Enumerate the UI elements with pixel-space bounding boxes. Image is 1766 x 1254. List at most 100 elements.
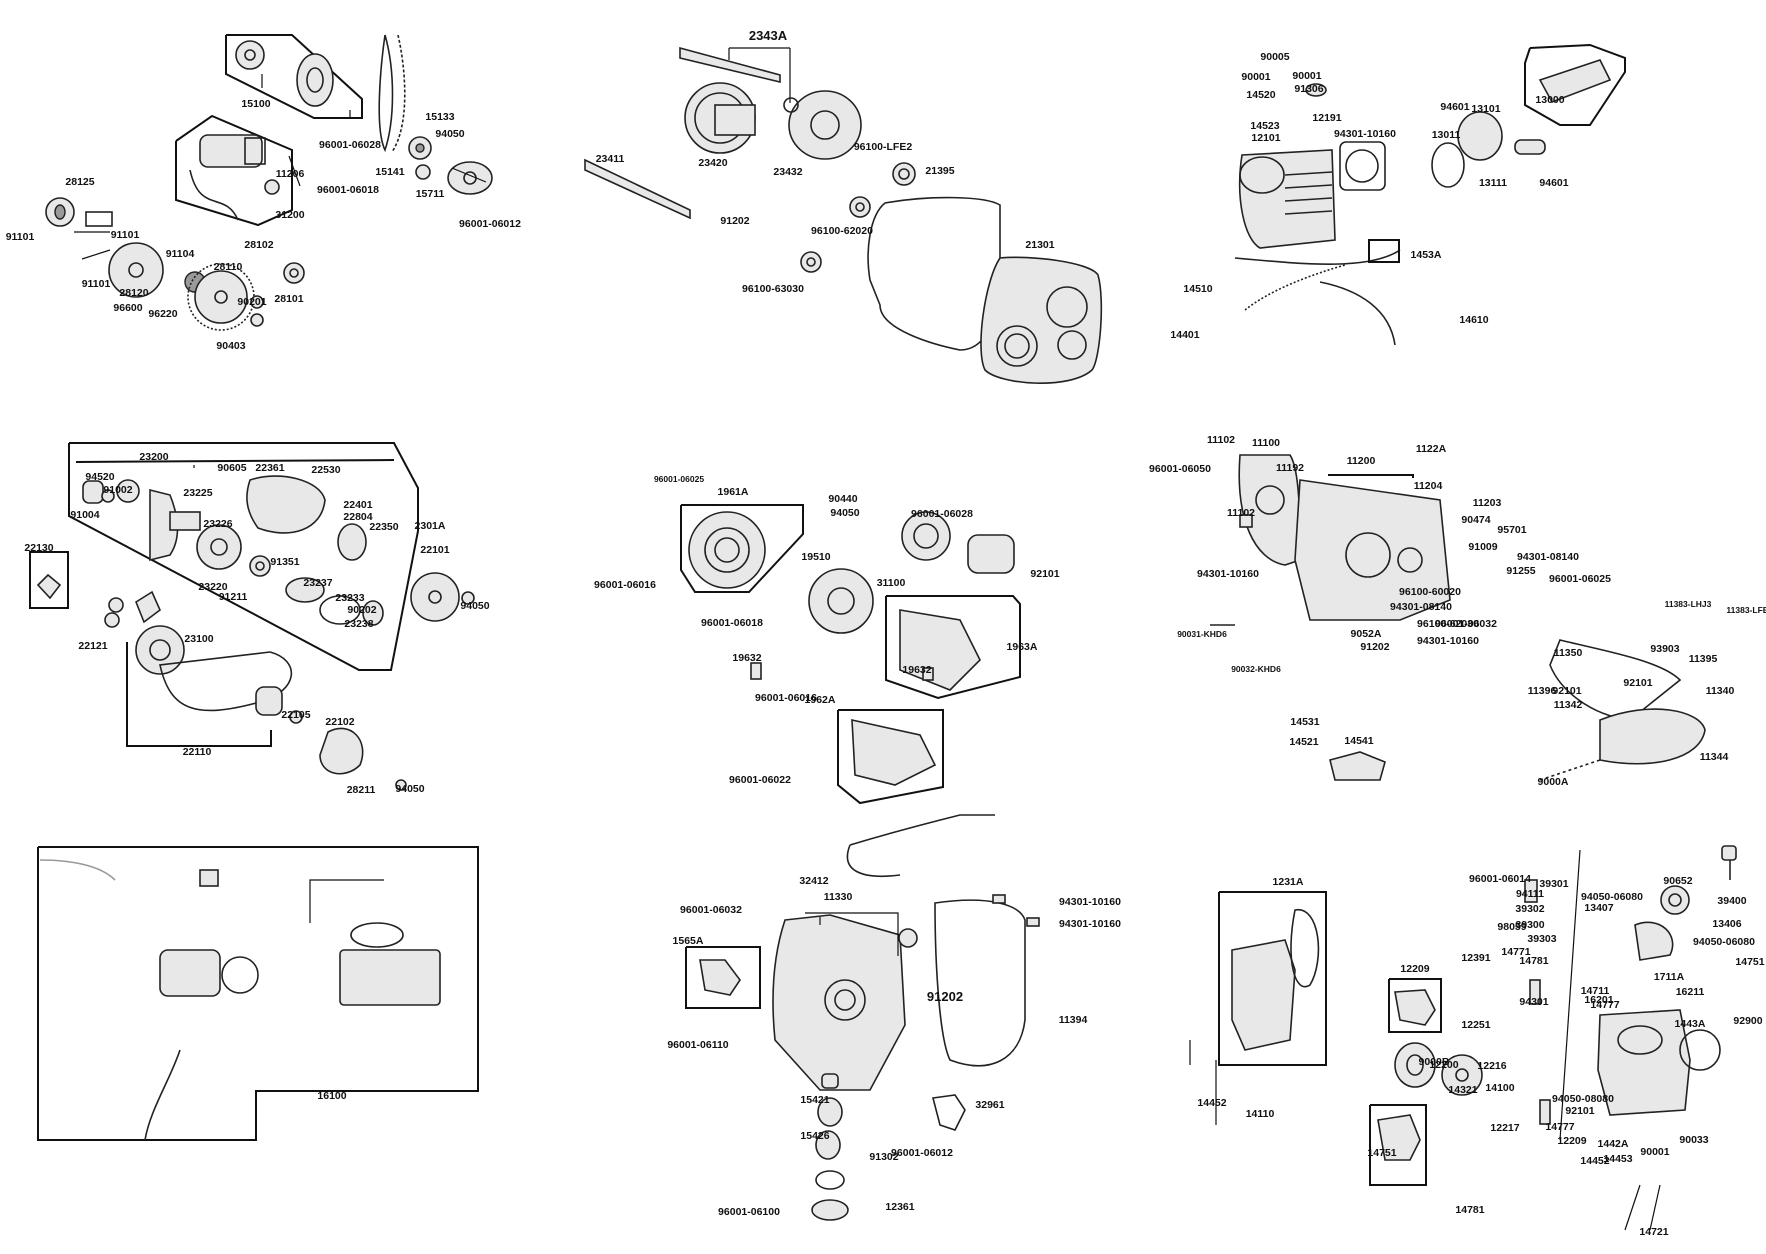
part-label: 11383-LFB5 xyxy=(1726,605,1766,615)
group-box-13000 xyxy=(1524,43,1626,126)
group-box-1443A xyxy=(1388,978,1442,1033)
part-label: 13111 xyxy=(1479,177,1507,189)
part-label: 28120 xyxy=(119,287,148,299)
part-label: 91211 xyxy=(219,591,248,603)
part-label: 13406 xyxy=(1712,918,1741,930)
part-label: 12216 xyxy=(1477,1060,1506,1072)
part-label: 90031-KHD6 xyxy=(1177,629,1227,639)
group-box-1963A xyxy=(885,595,1021,700)
part-label: 39400 xyxy=(1717,895,1746,907)
part-label: 94301-10160 xyxy=(1059,896,1121,908)
part-label: 94601 xyxy=(1440,101,1469,113)
part-label: 11203 xyxy=(1473,497,1502,509)
part-label: 16100 xyxy=(317,1090,346,1102)
part-label: 22110 xyxy=(183,746,212,758)
part-label: 11383-LHJ3 xyxy=(1665,599,1712,609)
part-label: 91202 xyxy=(1360,641,1389,653)
part-label: 96001-06028 xyxy=(319,139,381,151)
part-label: 28125 xyxy=(65,176,94,188)
part-label: 90001 xyxy=(1640,1146,1669,1158)
part-label: 96001-06100 xyxy=(718,1206,780,1218)
group-box-1565A xyxy=(685,946,761,1009)
part-label: 28102 xyxy=(244,239,273,251)
part-label: 91255 xyxy=(1506,565,1535,577)
part-label: 11102 xyxy=(1227,507,1255,519)
part-label: 39301 xyxy=(1539,878,1568,890)
part-label: 90201 xyxy=(237,296,266,308)
part-label: 11100 xyxy=(1252,437,1280,449)
part-label: 14777 xyxy=(1545,1121,1574,1133)
part-label: 11342 xyxy=(1554,699,1583,711)
part-label: 21395 xyxy=(925,165,954,177)
part-label: 22102 xyxy=(325,716,354,728)
part-label: 14452 xyxy=(1580,1155,1609,1167)
part-label: 22105 xyxy=(281,709,310,721)
part-label: 90033 xyxy=(1679,1134,1708,1146)
part-label: 96220 xyxy=(148,308,177,320)
part-label: 14777 xyxy=(1590,999,1619,1011)
part-label: 94050-08080 xyxy=(1552,1093,1614,1105)
part-label: 94301-08140 xyxy=(1390,601,1452,613)
part-label: 14521 xyxy=(1289,736,1318,748)
part-label: 90001 xyxy=(1241,71,1270,83)
part-label: 11340 xyxy=(1706,685,1735,697)
part-label: 28110 xyxy=(214,261,243,273)
part-label: 94301-10160 xyxy=(1417,635,1479,647)
panel-cylinder-crank xyxy=(1234,43,1626,346)
part-label: 94301 xyxy=(1519,996,1548,1008)
part-label: 23238 xyxy=(344,618,373,630)
part-label: 22401 xyxy=(343,499,372,511)
part-label: 12101 xyxy=(1251,132,1280,144)
part-label: 32412 xyxy=(799,875,828,887)
part-label: 96001-06028 xyxy=(911,508,973,520)
part-label: 91302 xyxy=(869,1151,898,1163)
part-label: 94520 xyxy=(85,471,114,483)
part-label: 12209 xyxy=(1557,1135,1586,1147)
part-label: 96100-63030 xyxy=(742,283,804,295)
part-label: 90440 xyxy=(828,493,857,505)
part-label: 32961 xyxy=(975,1099,1004,1111)
part-label: 92101 xyxy=(1565,1105,1594,1117)
part-label: 96001-06018 xyxy=(317,184,379,196)
part-label: 91009 xyxy=(1468,541,1497,553)
part-label: 12361 xyxy=(885,1201,914,1213)
part-label: 94301-10160 xyxy=(1059,918,1121,930)
part-label: 11396 xyxy=(1528,685,1557,697)
part-label: 94050-06080 xyxy=(1693,936,1755,948)
part-label: 92101 xyxy=(1623,677,1652,689)
group-box-1962A xyxy=(837,709,944,805)
part-label: 14771 xyxy=(1501,946,1530,958)
part-label: 1961A xyxy=(718,486,749,498)
panel-transmission xyxy=(584,46,1103,384)
part-label: 90652 xyxy=(1663,875,1692,887)
part-label: 31100 xyxy=(877,577,906,589)
part-label: 96001-06025 xyxy=(654,474,704,484)
part-label: 16201 xyxy=(1584,994,1613,1006)
part-label: 91101 xyxy=(6,231,35,243)
part-label: 22350 xyxy=(369,521,398,533)
part-label: 93903 xyxy=(1650,643,1679,655)
part-label: 13000 xyxy=(1535,94,1564,106)
part-label: 1565A xyxy=(673,935,704,947)
part-label: 14523 xyxy=(1250,120,1279,132)
part-label: 91104 xyxy=(166,248,195,260)
part-label: 23200 xyxy=(139,451,168,463)
part-label: 94301-10160 xyxy=(1334,128,1396,140)
group-box-31200 xyxy=(175,114,293,227)
part-label: 91101 xyxy=(111,229,140,241)
part-label: 22130 xyxy=(24,542,53,554)
part-label: 94111 xyxy=(1516,888,1544,900)
part-label: 13101 xyxy=(1471,103,1500,115)
part-label: 9000A xyxy=(1538,776,1569,788)
part-label: 14781 xyxy=(1519,955,1548,967)
panel-crankcase xyxy=(1210,454,1706,781)
panel-starter-clutch xyxy=(45,34,493,331)
part-label: 1443A xyxy=(1675,1018,1706,1030)
part-label: 28211 xyxy=(347,784,376,796)
part-label: 96100-60020 xyxy=(1399,586,1461,598)
part-label: 19632 xyxy=(732,652,761,664)
part-label: 19510 xyxy=(801,551,830,563)
part-label: 14401 xyxy=(1170,329,1199,341)
